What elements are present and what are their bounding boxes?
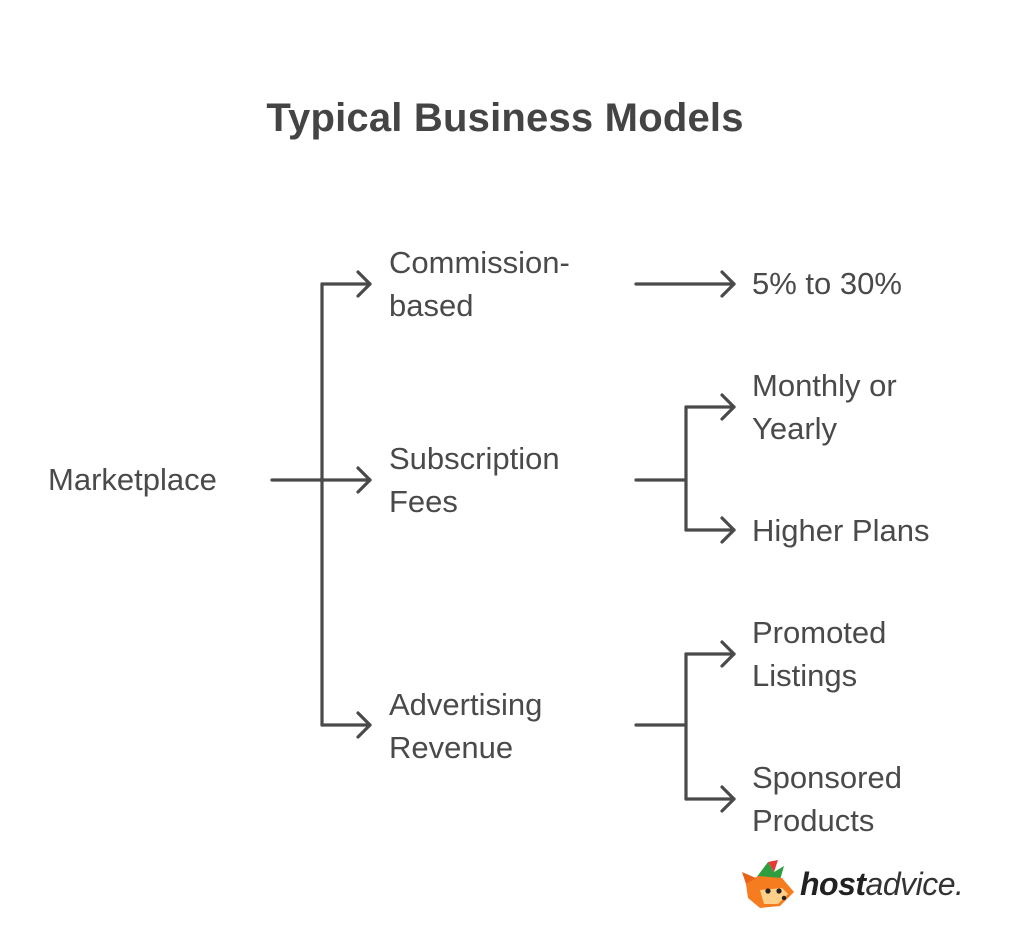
node-label-line: Fees: [389, 484, 458, 519]
node-higher-plans: Higher Plans: [752, 509, 929, 552]
node-label-line: Commission-: [389, 245, 570, 280]
node-label-line: Promoted: [752, 615, 887, 650]
arrow-head-monthly: [720, 393, 736, 421]
node-label-line: 5% to 30%: [752, 266, 902, 301]
node-label-line: Products: [752, 803, 875, 838]
node-advertising-revenue: Advertising Revenue: [389, 683, 542, 769]
arrow-head-commission: [356, 270, 372, 298]
node-subscription-fees: Subscription Fees: [389, 437, 560, 523]
hostadvice-logo: hostadvice.: [738, 858, 988, 914]
brand-name-rest: advice.: [865, 866, 964, 902]
arrow-head-promoted: [720, 640, 736, 668]
arrow-head-sponsored: [720, 785, 736, 813]
node-monthly-or-yearly: Monthly or Yearly: [752, 364, 897, 450]
arrow-head-higher-plans: [720, 516, 736, 544]
node-label-line: Higher Plans: [752, 513, 930, 548]
arrow-head-advertising: [356, 711, 372, 739]
node-label-line: Advertising: [389, 687, 543, 722]
node-label-line: Listings: [752, 658, 858, 693]
node-label-line: Subscription: [389, 441, 560, 476]
node-label-line: Yearly: [752, 411, 838, 446]
node-commission-based: Commission- based: [389, 241, 570, 327]
node-label-line: based: [389, 288, 474, 323]
brand-name-bold: host: [800, 866, 866, 902]
diagram-title: Typical Business Models: [266, 96, 744, 140]
node-label-line: Sponsored: [752, 760, 902, 795]
brand-wordmark: hostadvice.: [800, 866, 964, 903]
node-promoted-listings: Promoted Listings: [752, 611, 886, 697]
fox-mascot-icon: [742, 860, 794, 908]
arrow-head-rate: [720, 270, 736, 298]
node-marketplace: Marketplace: [48, 462, 217, 497]
node-sponsored-products: Sponsored Products: [752, 756, 902, 842]
node-label-line: Revenue: [389, 730, 514, 765]
arrow-head-subscription: [356, 466, 372, 494]
node-label-line: Monthly or: [752, 368, 897, 403]
node-5-to-30-percent: 5% to 30%: [752, 262, 902, 305]
